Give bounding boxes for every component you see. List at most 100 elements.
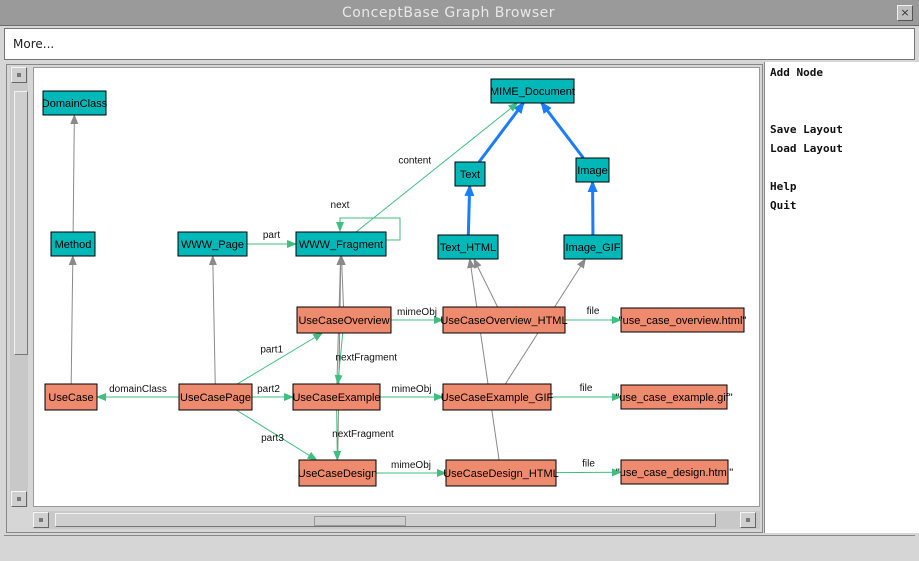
node-label: UseCaseOverview [298,315,389,327]
node-box[interactable] [298,459,377,487]
node-usecase[interactable]: UseCase [44,383,98,411]
edge-UseCasePage-UseCase[interactable]: domainClass [96,384,179,401]
quit-menu-item[interactable]: Quit [770,199,797,212]
node-box[interactable] [454,161,486,187]
save-layout-menu-item[interactable]: Save Layout [770,123,843,136]
node-method[interactable]: Method [50,231,96,257]
horizontal-scrollbar[interactable] [33,511,760,529]
load-layout-menu-item[interactable]: Load Layout [770,142,843,155]
horizontal-scroll-thumb[interactable] [55,513,716,527]
node-www-page[interactable]: WWW_Page [177,231,248,257]
edge-UseCaseExample-UseCaseExample_GIF[interactable]: mimeObj [380,384,444,401]
node-box[interactable] [178,383,253,411]
node-label: UseCaseExample_GIF [441,392,554,404]
node-label: Text [460,169,480,181]
node-box[interactable] [563,234,623,260]
node-label: UseCasePage [180,392,251,404]
edge-WWW_Fragment-WWW_Fragment[interactable]: next [331,200,401,241]
node-usecasedesign-html[interactable]: UseCaseDesign_HTML [443,459,559,487]
edge-UseCasePage-UseCaseOverview[interactable]: part1 [236,332,324,385]
edge-UseCasePage-WWW_Page[interactable] [208,255,217,385]
edge-UseCaseDesign_HTML-use_case_design[interactable]: file [555,458,622,477]
node-box[interactable] [292,383,381,411]
node-use-case-example[interactable]: "use_case_example.gif" [615,384,733,410]
edge-UseCaseOverview-UseCaseOverview_HTML[interactable]: mimeObj [391,307,444,324]
vertical-scroll-thumb[interactable] [14,91,28,355]
edge-label: file [587,306,600,317]
node-label: Image_GIF [565,242,620,254]
edge-UseCaseOverview-UseCaseExample[interactable]: nextFragment [334,332,397,385]
node-usecaseoverview[interactable]: UseCaseOverview [296,306,392,334]
node-label: "use_case_overview.html" [619,315,747,327]
node-box[interactable] [620,384,728,410]
scroll-up-button[interactable] [11,67,27,83]
edge-WWW_Page-WWW_Fragment[interactable]: part [247,230,297,248]
add-node-menu-item[interactable]: Add Node [770,66,823,79]
window-title: ConceptBase Graph Browser [341,5,556,21]
scroll-right-button[interactable] [740,512,756,528]
node-usecaseexample[interactable]: UseCaseExample [292,383,381,411]
help-menu-item[interactable]: Help [770,180,797,193]
title-bar[interactable]: ConceptBase Graph Browser × [0,0,919,26]
node-image-gif[interactable]: Image_GIF [563,234,623,260]
node-mime-document[interactable]: MIME_Document [490,78,575,104]
node-text-html[interactable]: Text_HTML [437,234,499,260]
edge-Image-MIME_Document[interactable] [540,101,585,159]
edge-UseCaseDesign-WWW_Fragment[interactable] [336,255,345,461]
node-usecasepage[interactable]: UseCasePage [178,383,253,411]
edge-label: file [580,383,593,394]
node-text[interactable]: Text [454,161,486,187]
node-use-case-design[interactable]: "use_case_design.html" [616,459,733,485]
node-label: UseCase [48,392,93,404]
edge-UseCaseExample-UseCaseDesign[interactable]: nextFragment [332,409,394,461]
edge-UseCaseOverview_HTML-use_case_overview[interactable]: file [565,306,622,324]
node-usecasedesign[interactable]: UseCaseDesign [298,459,377,487]
node-label: Method [55,239,92,251]
close-icon[interactable]: × [897,5,913,21]
node-use-case-overview[interactable]: "use_case_overview.html" [619,307,747,333]
node-box[interactable] [295,231,387,257]
edge-UseCaseOverview-WWW_Fragment[interactable] [337,255,346,308]
more-link[interactable]: More... [13,37,55,51]
more-bar[interactable]: More... [4,28,915,60]
node-box[interactable] [177,231,248,257]
edge-UseCaseExample_GIF-use_case_example[interactable]: file [551,383,622,401]
edge-UseCaseOverview_HTML-Text_HTML[interactable] [473,258,499,308]
node-www-fragment[interactable]: WWW_Fragment [295,231,387,257]
edge-WWW_Fragment-MIME_Document[interactable]: content [355,102,519,233]
edge-Text-MIME_Document[interactable] [477,101,525,163]
node-image[interactable]: Image [575,157,610,183]
edge-UseCase-Method[interactable] [68,255,77,385]
node-box[interactable] [575,157,610,183]
node-box[interactable] [296,306,392,334]
node-box[interactable] [490,78,575,104]
node-box[interactable] [442,306,566,334]
edge-UseCasePage-UseCaseDesign[interactable]: part3 [236,409,318,461]
node-box[interactable] [437,234,499,260]
node-box[interactable] [50,231,96,257]
node-label: "use_case_design.html" [616,467,733,479]
edge-Method-DomainClass[interactable] [70,114,79,233]
scroll-down-button[interactable] [11,491,27,507]
node-box[interactable] [44,383,98,411]
node-box[interactable] [620,459,729,485]
edge-label: mimeObj [391,460,431,471]
node-box[interactable] [620,307,745,333]
node-box[interactable] [42,90,107,116]
node-box[interactable] [445,459,557,487]
edge-UseCasePage-UseCaseExample[interactable]: part2 [252,384,294,401]
edge-UseCaseDesign_HTML-Text_HTML[interactable] [467,258,500,461]
edge-Text_HTML-Text[interactable] [464,184,475,236]
scroll-left-button[interactable] [33,512,49,528]
edge-UseCaseDesign-UseCaseDesign_HTML[interactable]: mimeObj [376,460,447,477]
node-usecaseoverview-html[interactable]: UseCaseOverview_HTML [440,306,568,334]
node-usecaseexample-gif[interactable]: UseCaseExample_GIF [441,383,554,411]
node-domainclass[interactable]: DomainClass [42,90,108,116]
vertical-scrollbar[interactable] [10,67,28,507]
side-menu: Add Node Save Layout Load Layout Help Qu… [764,62,919,533]
node-box[interactable] [442,383,552,411]
